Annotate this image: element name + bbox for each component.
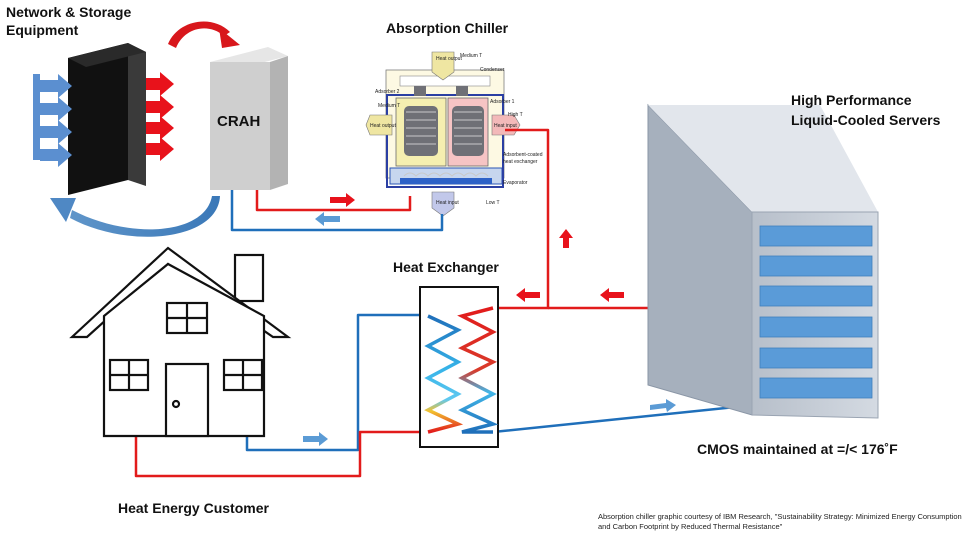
flow-arrow-red-crah bbox=[330, 193, 355, 207]
hot-air-return-arc-arrow bbox=[168, 21, 230, 48]
chiller-label-high-t: High T bbox=[508, 112, 523, 118]
chiller-label-heat-exchanger-sub: heat exchanger bbox=[503, 159, 538, 165]
server-hot-outlet-pipe bbox=[548, 118, 665, 310]
chiller-label-evaporator: Evaporator bbox=[503, 180, 528, 186]
server-slot bbox=[759, 316, 873, 338]
crah-hot-return-pipe bbox=[255, 190, 412, 212]
flow-arrow-blue-server bbox=[650, 399, 676, 412]
cool-air-supply-arc-arrow bbox=[70, 196, 220, 237]
flow-arrow-red-up bbox=[559, 229, 573, 248]
high-performance-label-line1: High Performance bbox=[791, 92, 912, 108]
heat-output-top-tag bbox=[431, 51, 455, 81]
image-credit: Absorption chiller graphic courtesy of I… bbox=[598, 512, 962, 531]
chiller-label-low-t: Low T bbox=[486, 200, 500, 206]
flow-arrow-blue-customer bbox=[303, 432, 328, 446]
house bbox=[69, 246, 292, 438]
crah-label: CRAH bbox=[217, 113, 261, 130]
cold-air-intake-arrows bbox=[33, 74, 72, 167]
network-storage-label-line1: Network & Storage bbox=[6, 4, 132, 20]
chiller-label-adsorber-2: Adsorber 2 bbox=[375, 89, 400, 95]
high-performance-label-line2: Liquid-Cooled Servers bbox=[791, 112, 941, 128]
chiller-label-adsorbent-coated: Adsorbent-coated bbox=[503, 152, 543, 158]
server-slot bbox=[759, 285, 873, 307]
chiller-label-condenser: Condenser bbox=[480, 67, 505, 73]
liquid-cooled-server-rack bbox=[647, 103, 879, 419]
chiller-label-heat-input-right: Heat input bbox=[494, 123, 517, 129]
chiller-label-heat-input-bottom: Heat input bbox=[436, 200, 459, 206]
chiller-label-medium-t-left: Medium T bbox=[378, 103, 400, 109]
server-slot bbox=[759, 225, 873, 247]
heat-exchanger bbox=[419, 286, 499, 448]
crah-cold-supply-pipe bbox=[230, 190, 444, 232]
flow-arrows bbox=[303, 193, 676, 446]
cmos-temperature-label: CMOS maintained at =/< 176˚F bbox=[697, 441, 898, 457]
house-door bbox=[164, 362, 210, 438]
hot-air-exhaust-arrows bbox=[146, 72, 174, 161]
chiller-label-heat-output-left: Heat output bbox=[370, 123, 396, 129]
customer-hot-supply-pipe bbox=[134, 430, 428, 478]
flow-arrow-red-server bbox=[600, 288, 624, 302]
server-slot bbox=[759, 347, 873, 369]
network-storage-label-line2: Equipment bbox=[6, 22, 79, 38]
heat-input-bottom-tag bbox=[431, 191, 455, 217]
chiller-label-medium-t-top: Medium T bbox=[460, 53, 482, 59]
customer-cold-return-pipe bbox=[245, 313, 428, 452]
heat-output-left-tag bbox=[365, 114, 393, 136]
crah-unit bbox=[210, 47, 288, 190]
network-storage-rack bbox=[68, 43, 146, 195]
heat-exchanger-label: Heat Exchanger bbox=[393, 259, 499, 275]
flow-arrow-red-hx bbox=[516, 288, 540, 302]
chiller-label-adsorber-1: Adsorber 1 bbox=[490, 99, 515, 105]
heat-energy-customer-label: Heat Energy Customer bbox=[118, 500, 269, 516]
chiller-hot-feed-pipe bbox=[493, 128, 550, 310]
absorption-chiller-label: Absorption Chiller bbox=[386, 20, 509, 36]
cool-air-supply-arrowhead bbox=[50, 198, 76, 222]
hot-air-return-arrowhead bbox=[219, 28, 240, 48]
absorption-chiller-schematic: Heat output Heat output Heat input Heat … bbox=[365, 51, 543, 217]
flow-arrow-blue-crah bbox=[315, 212, 340, 226]
server-slot bbox=[759, 255, 873, 277]
chiller-label-heat-output-top: Heat output bbox=[436, 56, 462, 62]
server-slot bbox=[759, 377, 873, 399]
